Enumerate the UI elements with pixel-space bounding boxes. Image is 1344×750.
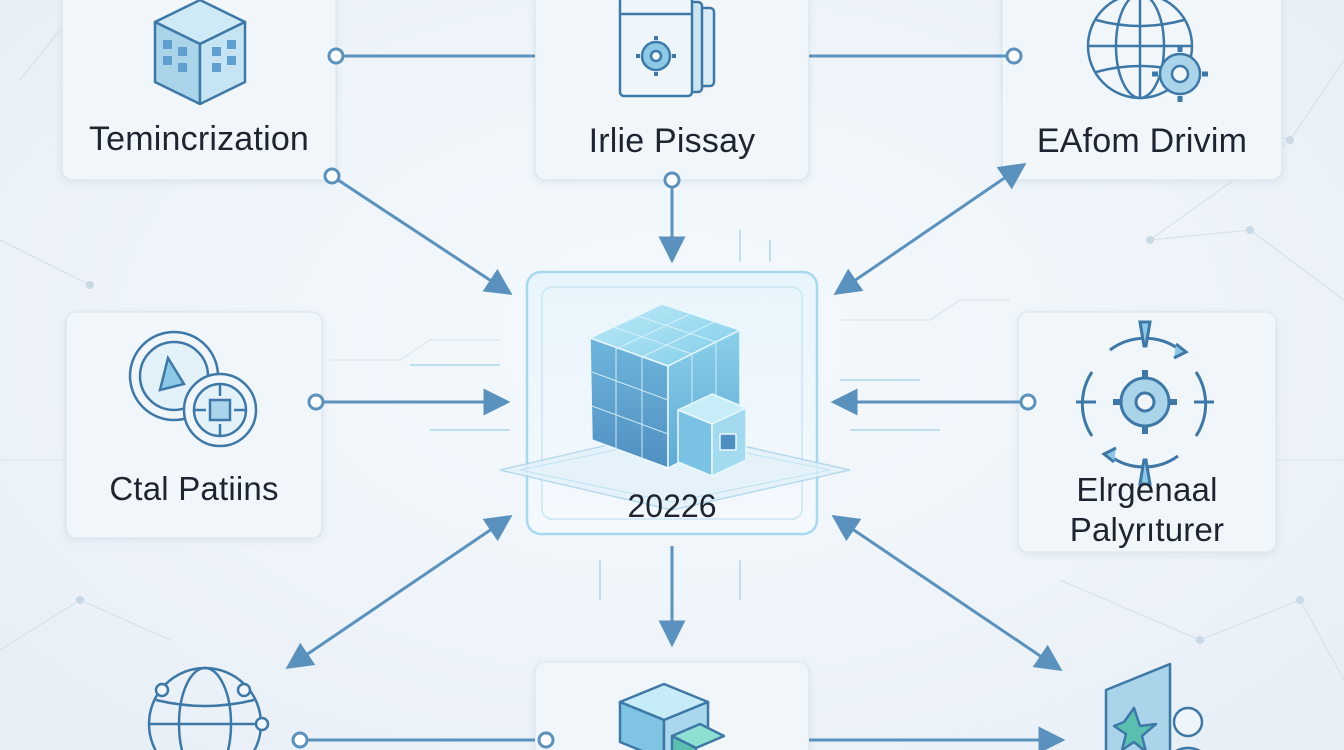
arrow-hub-bottom-right [831,514,1063,672]
hub-card-inner [541,286,803,520]
tablet-user-icon [1104,662,1204,750]
node-label-top-right: EAfom Drivim [1036,122,1248,160]
compass-target-icon [128,330,258,448]
globe-network-icon [147,666,270,750]
building-cube-icon [153,0,247,106]
card-top-right [1001,0,1283,181]
node-label-middle-right-line-1: Elrgenaal [1076,471,1218,508]
node-label-top-center: Irlie Pissay [588,122,756,160]
glowing-cube-icon [589,303,747,477]
node-label-middle-right-line-2: Palyrıturer [1069,511,1225,548]
hub-year-label: 20226 [627,488,717,524]
gear-cycle-icon [1076,320,1214,486]
node-label-top-left: Temincrization [88,120,310,158]
node-label-middle-left: Ctal Patiins [109,470,279,507]
arrow-hub-bottom-left [285,514,513,670]
node-label-middle-right: Elrgenaal Palyrıturer [1018,470,1276,550]
arrow-top-left-to-hub [331,174,513,295]
cube-stack-icon [618,682,726,750]
globe-gear-icon [1086,0,1208,102]
arrow-hub-top-right [833,162,1027,296]
browser-gear-window-icon [618,0,716,98]
